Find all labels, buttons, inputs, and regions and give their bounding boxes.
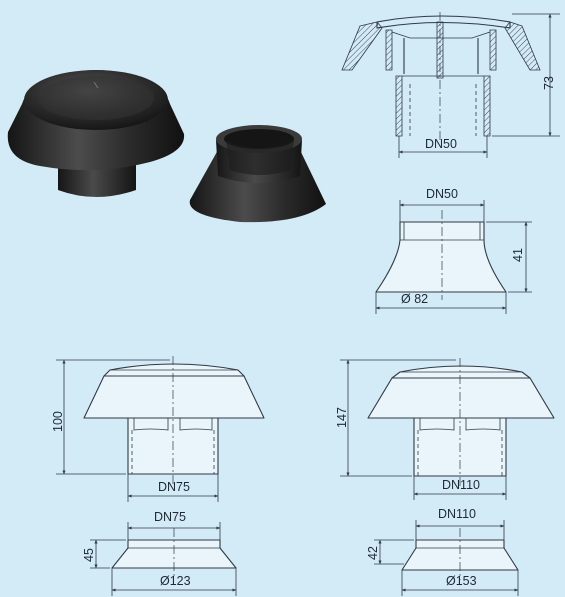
cap-dn110-diameter-label: DN110: [442, 478, 480, 492]
ring-dn50-bottom-label: Ø 82: [401, 292, 428, 306]
ring-dn50: DN50 41 Ø 82: [375, 187, 532, 314]
ring-dn75-height-label: 45: [82, 548, 96, 562]
cap-dn110: 147 DN110: [335, 358, 555, 500]
ring-dn75-top-label: DN75: [154, 510, 186, 524]
cap-dn50-section: 73 DN50: [341, 12, 560, 158]
cap-dn50-height-label: 73: [542, 76, 556, 90]
cap-photo: [7, 70, 185, 197]
ring-dn50-top-label: DN50: [426, 187, 458, 201]
cap-dn75-diameter-label: DN75: [158, 480, 190, 494]
ring-dn110: DN110 42 Ø153: [366, 507, 519, 596]
ring-dn75-bottom-label: Ø123: [160, 574, 191, 588]
ring-dn110-top-label: DN110: [438, 507, 476, 521]
ring-photo: [189, 125, 326, 223]
ring-dn75: DN75 45 Ø123: [82, 510, 237, 596]
cap-dn50-diameter-label: DN50: [425, 137, 457, 151]
product-photo: [7, 70, 326, 223]
cap-dn110-height-label: 147: [335, 407, 349, 428]
ring-dn50-height-label: 41: [511, 248, 525, 262]
cap-dn75: 100 DN75: [51, 356, 265, 502]
ring-dn110-height-label: 42: [366, 546, 380, 560]
ring-dn110-bottom-label: Ø153: [446, 574, 477, 588]
cap-dn75-height-label: 100: [51, 411, 65, 432]
